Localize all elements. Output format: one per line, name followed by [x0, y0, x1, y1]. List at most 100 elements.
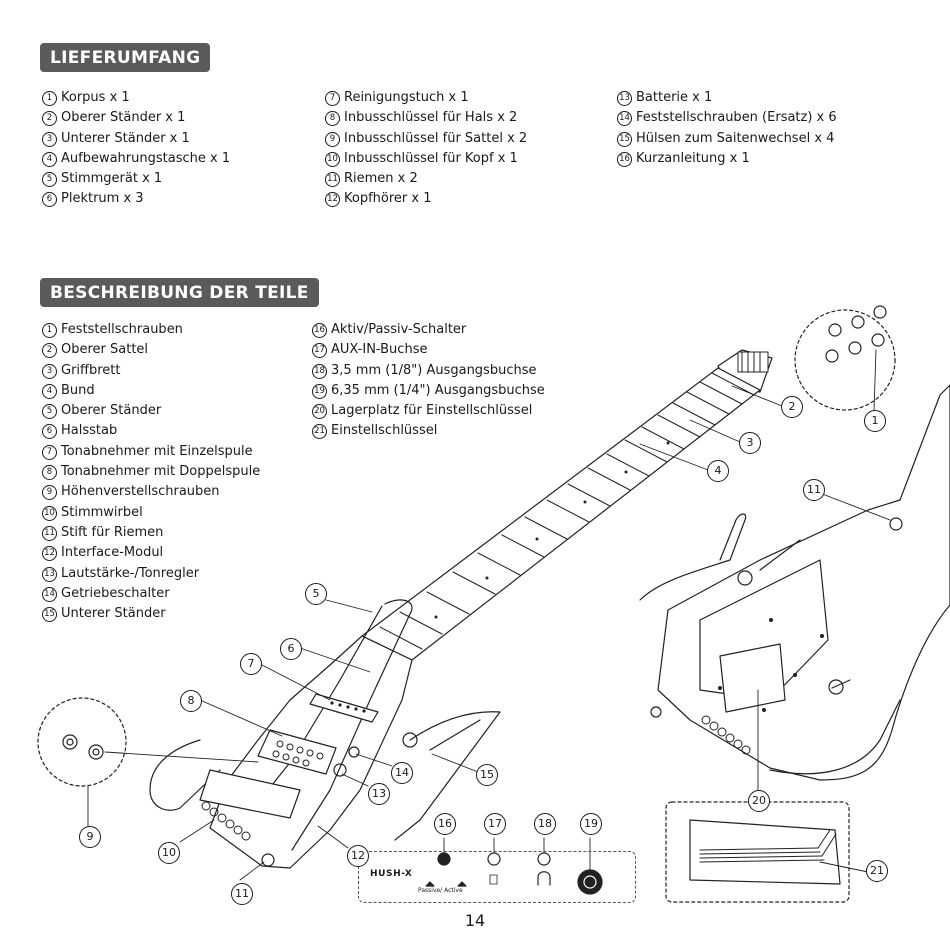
callout-12: 12 — [347, 845, 369, 867]
callout-1: 1 — [864, 410, 886, 432]
callout-14: 14 — [391, 762, 413, 784]
contents-heading: LIEFERUMFANG — [40, 43, 211, 72]
item-text: Unterer Ständer x 1 — [61, 130, 190, 146]
callout-17: 17 — [484, 813, 506, 835]
stand-joint-back — [737, 570, 753, 586]
leader-lines — [87, 349, 891, 881]
callout-13: 13 — [368, 783, 390, 805]
item-text: Stimmgerät x 1 — [61, 171, 163, 187]
item-number: 18 — [312, 363, 327, 379]
single-coil-pickup — [309, 693, 379, 723]
strap-pin-left — [261, 853, 275, 867]
item-text: AUX-IN-Buchse — [331, 342, 428, 358]
item-number: 15 — [617, 131, 632, 147]
item-number: 10 — [42, 505, 57, 521]
item-text: Inbusschlüssel für Kopf x 1 — [344, 150, 518, 166]
upper-stand-frame — [259, 599, 413, 851]
callout-5: 5 — [305, 583, 327, 605]
item-text: Halsstab — [61, 423, 118, 439]
item-text: Inbusschlüssel für Hals x 2 — [344, 110, 518, 126]
item-number: 2 — [42, 343, 57, 359]
item-number: 2 — [42, 111, 57, 127]
frets — [379, 372, 755, 650]
switch-arrows — [425, 881, 467, 887]
item-number: 12 — [325, 192, 340, 208]
item-number: 14 — [617, 111, 632, 127]
callout-20: 20 — [748, 790, 770, 812]
callout-10: 10 — [158, 842, 180, 864]
item-number: 15 — [42, 607, 57, 623]
callout-7: 7 — [240, 653, 262, 675]
item-text: Getriebeschalter — [61, 585, 170, 601]
upper-stand-back — [639, 513, 801, 601]
item-number: 14 — [42, 586, 57, 602]
zoom-circle-height-screws — [37, 697, 127, 787]
item-number: 7 — [42, 444, 57, 460]
strap-pin-back-left — [650, 706, 662, 718]
item-text: Oberer Ständer x 1 — [61, 110, 186, 126]
humbucker-poles — [272, 740, 324, 767]
callout-21: 21 — [866, 860, 888, 882]
item-text: 3,5 mm (1/8") Ausgangsbuchse — [331, 362, 537, 378]
item-number: 13 — [42, 566, 57, 582]
item-number: 6 — [42, 424, 57, 440]
item-text: Kurzanleitung x 1 — [636, 150, 750, 166]
callout-4: 4 — [707, 460, 729, 482]
wrench-tray — [689, 819, 841, 885]
item-number: 5 — [42, 172, 57, 188]
item-text: Stift für Riemen — [61, 524, 164, 540]
item-text: Feststellschrauben (Ersatz) x 6 — [636, 110, 837, 126]
callout-3: 3 — [739, 432, 761, 454]
tuning-pegs-back — [701, 715, 751, 755]
item-number: 20 — [312, 404, 327, 420]
item-text: Lautstärke-/Tonregler — [61, 565, 200, 581]
allen-keys — [699, 829, 837, 863]
callout-6: 6 — [280, 638, 302, 660]
item-number: 9 — [325, 131, 340, 147]
item-text: Plektrum x 3 — [61, 191, 144, 207]
item-number: 3 — [42, 363, 57, 379]
item-text: Lagerplatz für Einstellschlüssel — [331, 403, 533, 419]
callout-18: 18 — [534, 813, 556, 835]
item-number: 9 — [42, 485, 57, 501]
interface-jacks — [437, 837, 603, 895]
item-text: Aufbewahrungstasche x 1 — [61, 150, 231, 166]
item-text: Hülsen zum Saitenwechsel x 4 — [636, 130, 835, 146]
item-text: Feststellschrauben — [61, 322, 183, 337]
item-text: Bund — [61, 382, 95, 398]
item-text: Reinigungstuch x 1 — [344, 90, 469, 105]
tuning-screws — [737, 351, 769, 373]
lower-stand-back — [769, 679, 901, 775]
item-number: 3 — [42, 131, 57, 147]
item-number: 17 — [312, 343, 327, 359]
item-text: Riemen x 2 — [344, 171, 418, 187]
passive-active-label: Passive/ Active — [418, 887, 463, 894]
item-text: Korpus x 1 — [61, 90, 130, 105]
callout-11b: 11 — [803, 479, 825, 501]
interface-panel — [358, 851, 636, 903]
